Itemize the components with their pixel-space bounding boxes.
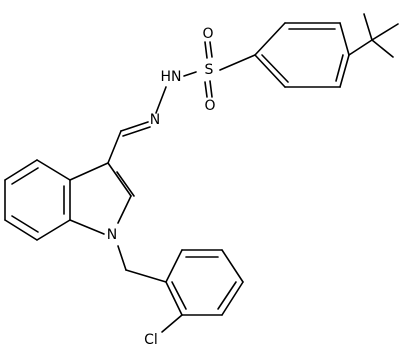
atom-label-oxygen-top: O bbox=[202, 26, 213, 42]
atom-label-oxygen-bottom: O bbox=[204, 98, 215, 114]
chlorophenyl-ring bbox=[161, 249, 244, 333]
atom-label-chlorine: Cl bbox=[144, 332, 158, 348]
tert-butyl-group bbox=[348, 13, 399, 58]
atom-label-indole-nitrogen: N bbox=[107, 227, 117, 243]
sulfonyl-group bbox=[183, 41, 256, 98]
atom-label-nh: HN bbox=[161, 69, 182, 85]
atom-label-sulfur: S bbox=[205, 62, 214, 78]
atom-label-imine-nitrogen: N bbox=[150, 112, 160, 128]
tolyl-ring bbox=[254, 22, 350, 88]
indole-ring bbox=[4, 159, 135, 241]
hydrazone-linkage bbox=[107, 86, 167, 164]
benzyl-linker bbox=[117, 245, 167, 283]
